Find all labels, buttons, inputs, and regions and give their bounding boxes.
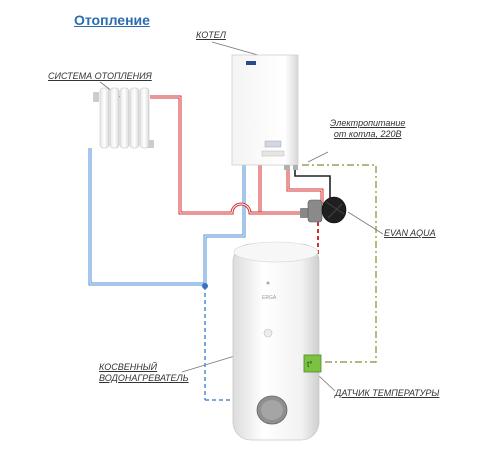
label-water-heater-line2: ВОДОНАГРЕВАТЕЛЬ xyxy=(99,373,189,383)
label-power-line2: от котла, 220В xyxy=(333,129,402,139)
label-power-line1: Электропитание xyxy=(330,118,406,128)
return-pipes xyxy=(88,148,246,401)
label-heating-system: СИСТЕМА ОТОПЛЕНИЯ xyxy=(48,71,152,81)
label-boiler: КОТЕЛ xyxy=(196,30,226,40)
label-pump: EVAN AQUA xyxy=(384,228,436,238)
label-water-heater: КОСВЕННЫЙ ВОДОНАГРЕВАТЕЛЬ xyxy=(99,362,189,384)
label-temp-sensor: ДАТЧИК ТЕМПЕРАТУРЫ xyxy=(335,388,440,398)
boiler xyxy=(231,54,299,170)
control-wire xyxy=(302,164,377,363)
label-power: Электропитание от котла, 220В xyxy=(330,118,405,140)
power-cable xyxy=(294,165,331,200)
temperature-sensor: t° xyxy=(303,354,322,373)
radiator xyxy=(93,87,154,149)
sensor-symbol: t° xyxy=(307,360,312,369)
label-water-heater-line1: КОСВЕННЫЙ xyxy=(99,362,158,372)
indirect-water-heater: ERGA xyxy=(232,241,320,441)
circulation-pump xyxy=(300,196,347,224)
tee-junction xyxy=(202,283,208,289)
svg-text:ERGA: ERGA xyxy=(262,295,277,301)
leader-lines xyxy=(99,41,384,392)
page-title: Отопление xyxy=(74,12,150,28)
